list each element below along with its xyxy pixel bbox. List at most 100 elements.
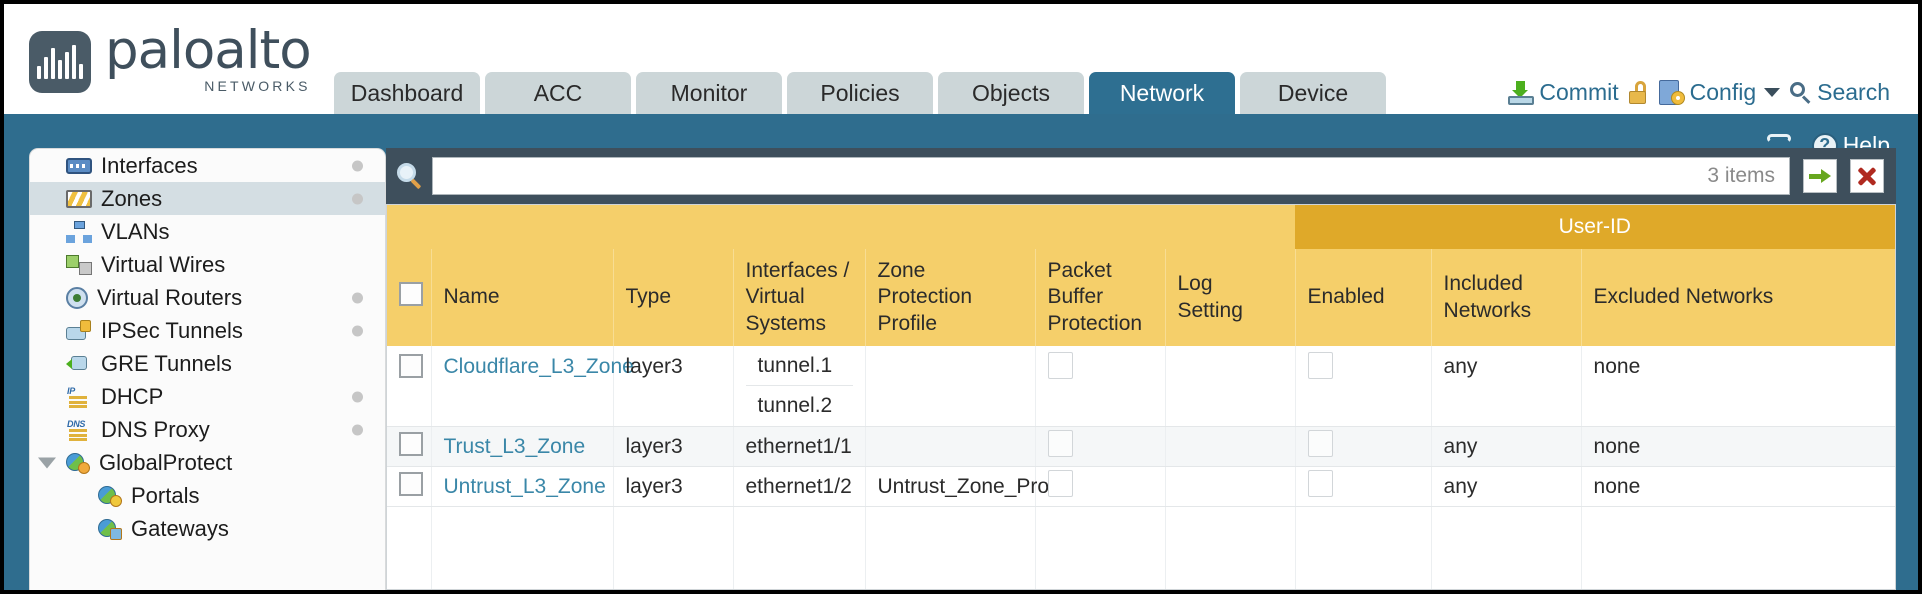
sidebar-item-interfaces[interactable]: Interfaces: [30, 149, 385, 182]
sidebar-item-label: IPSec Tunnels: [101, 317, 243, 343]
top-action-bar: Commit Config Search: [1508, 79, 1890, 106]
gre-tunnels-icon: [66, 353, 92, 375]
column-header-type[interactable]: Type: [613, 249, 734, 346]
packet-buffer-protection-checkbox[interactable]: [1047, 352, 1073, 379]
cell-included-networks: any: [1431, 346, 1582, 427]
userid-enabled-checkbox[interactable]: [1307, 470, 1333, 497]
group-header-spacer: [387, 205, 1296, 249]
sidebar-item-label: Gateways: [131, 515, 229, 541]
row-select-cell: [387, 466, 432, 507]
select-all-checkbox[interactable]: [399, 281, 423, 306]
column-header-zone-protection-profile[interactable]: Zone Protection Profile: [865, 249, 1036, 346]
row-checkbox[interactable]: [399, 354, 423, 378]
zone-name-link[interactable]: Trust_L3_Zone: [443, 434, 586, 458]
expand-collapse-icon[interactable]: [38, 457, 56, 468]
virtual-wires-icon: [66, 254, 92, 276]
clear-filter-button[interactable]: [1850, 159, 1884, 193]
tab-network[interactable]: Network: [1089, 72, 1235, 114]
filter-search-icon[interactable]: [397, 163, 423, 190]
cell-interfaces: tunnel.1 tunnel.2: [733, 346, 866, 427]
sidebar-item-label: GRE Tunnels: [101, 350, 232, 376]
paloalto-logo: paloalto NETWORKS: [29, 24, 312, 93]
column-header-log-setting[interactable]: Log Setting: [1165, 249, 1296, 346]
status-dot: [352, 193, 363, 204]
cell-type: layer3: [613, 426, 734, 467]
cell-log-setting: [1165, 426, 1296, 467]
status-dot: [352, 325, 363, 336]
row-select-cell: [387, 346, 432, 427]
sidebar-item-dns-proxy[interactable]: DNS DNS Proxy: [30, 413, 385, 446]
column-header-enabled[interactable]: Enabled: [1295, 249, 1432, 346]
lock-icon[interactable]: [1628, 80, 1649, 105]
network-sidebar: Interfaces Zones VLANs Virtual Wires Vir…: [29, 148, 386, 590]
cell-included-networks: any: [1431, 426, 1582, 467]
sidebar-item-virtual-routers[interactable]: Virtual Routers: [30, 281, 385, 314]
row-checkbox[interactable]: [399, 471, 423, 496]
cell-excluded-networks: none: [1581, 346, 1895, 427]
cell-name: Untrust_L3_Zone: [431, 466, 614, 507]
search-label: Search: [1817, 79, 1890, 105]
sidebar-item-label: Virtual Wires: [101, 251, 226, 277]
column-header-packet-buffer-protection[interactable]: Packet Buffer Protection: [1035, 249, 1166, 346]
tab-monitor[interactable]: Monitor: [636, 72, 782, 114]
dhcp-icon: IP: [66, 386, 92, 408]
packet-buffer-protection-checkbox[interactable]: [1047, 430, 1073, 457]
table-row[interactable]: Untrust_L3_Zone layer3 ethernet1/2 Untru…: [387, 466, 1895, 507]
column-header-interfaces[interactable]: Interfaces / Virtual Systems: [733, 249, 866, 346]
sidebar-item-dhcp[interactable]: IP DHCP: [30, 380, 385, 413]
sidebar-item-ipsec-tunnels[interactable]: IPSec Tunnels: [30, 314, 385, 347]
tab-acc[interactable]: ACC: [485, 72, 631, 114]
sidebar-item-label: Zones: [101, 185, 163, 211]
interface-item: tunnel.2: [757, 394, 833, 417]
sidebar-item-portals[interactable]: Portals: [30, 479, 385, 512]
status-dot: [352, 391, 363, 402]
interfaces-icon: [66, 157, 92, 174]
userid-enabled-checkbox[interactable]: [1307, 430, 1333, 457]
logo-mark-icon: [29, 31, 91, 93]
portals-icon: [98, 485, 122, 507]
filter-input[interactable]: 3 items: [432, 157, 1790, 195]
tab-dashboard[interactable]: Dashboard: [334, 72, 480, 114]
config-menu[interactable]: Config: [1658, 79, 1781, 106]
status-dot: [352, 160, 363, 171]
userid-enabled-checkbox[interactable]: [1307, 352, 1333, 379]
status-dot: [352, 424, 363, 435]
sidebar-item-gateways[interactable]: Gateways: [30, 512, 385, 545]
sidebar-item-label: Virtual Routers: [97, 284, 243, 310]
select-all-header: [387, 249, 432, 346]
table-head: User-ID Name Type Interfaces / Virtual S…: [387, 205, 1895, 346]
green-arrow-icon: [1809, 169, 1831, 183]
sidebar-item-vlans[interactable]: VLANs: [30, 215, 385, 248]
sidebar-item-label: Interfaces: [101, 152, 198, 178]
packet-buffer-protection-checkbox[interactable]: [1047, 470, 1073, 497]
sidebar-item-gre-tunnels[interactable]: GRE Tunnels: [30, 347, 385, 380]
top-bar: paloalto NETWORKS Dashboard ACC Monitor …: [4, 4, 1918, 114]
logo-bars-icon: [37, 45, 83, 79]
sidebar-item-zones[interactable]: Zones: [30, 182, 385, 215]
tab-device[interactable]: Device: [1240, 72, 1386, 114]
apply-filter-button[interactable]: [1803, 159, 1837, 193]
column-header-excluded-networks[interactable]: Excluded Networks: [1581, 249, 1895, 346]
filter-bar: 3 items: [386, 148, 1896, 204]
row-checkbox[interactable]: [399, 431, 423, 456]
column-header-name[interactable]: Name: [431, 249, 614, 346]
sidebar-item-globalprotect[interactable]: GlobalProtect: [30, 446, 385, 479]
commit-label: Commit: [1539, 79, 1619, 105]
sidebar-item-virtual-wires[interactable]: Virtual Wires: [30, 248, 385, 281]
commit-button[interactable]: Commit: [1508, 79, 1619, 106]
commit-icon: [1508, 80, 1535, 105]
zone-name-link[interactable]: Cloudflare_L3_Zone: [443, 355, 634, 378]
cell-type: layer3: [613, 466, 734, 507]
main-nav-tabs[interactable]: Dashboard ACC Monitor Policies Objects N…: [334, 68, 1391, 114]
table-row[interactable]: Trust_L3_Zone layer3 ethernet1/1 any: [387, 426, 1895, 467]
cell-interfaces: ethernet1/2: [733, 466, 866, 507]
tab-policies[interactable]: Policies: [787, 72, 933, 114]
sidebar-item-label: Portals: [131, 482, 200, 508]
tab-objects[interactable]: Objects: [938, 72, 1084, 114]
cell-log-setting: [1165, 466, 1296, 507]
column-header-included-networks[interactable]: Included Networks: [1431, 249, 1582, 346]
zone-name-link[interactable]: Untrust_L3_Zone: [443, 474, 606, 498]
table-body: Cloudflare_L3_Zone layer3 tunnel.1 tunne…: [387, 346, 1895, 589]
search-button[interactable]: Search: [1790, 79, 1890, 106]
status-dot: [352, 292, 363, 303]
